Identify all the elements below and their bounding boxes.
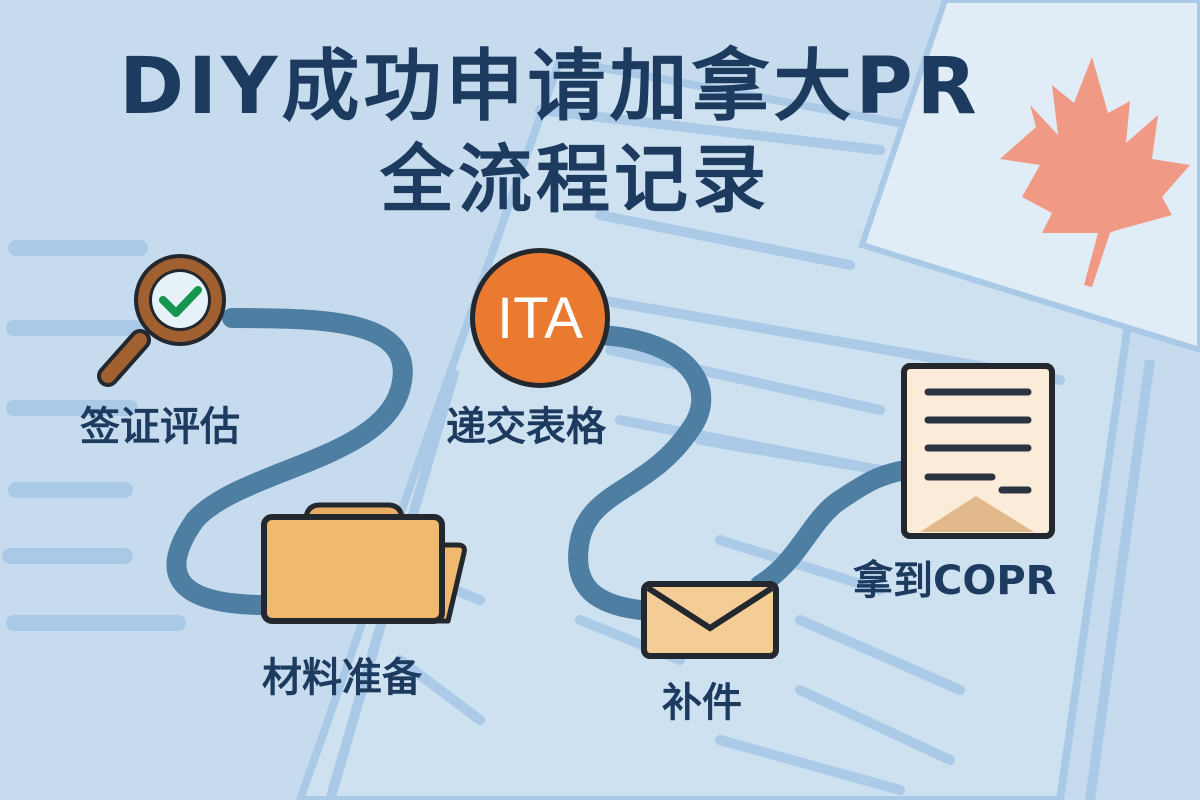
envelope-icon	[641, 581, 779, 659]
maple-leaf-icon	[1000, 57, 1190, 287]
ita-badge-text: ITA	[497, 285, 583, 351]
step-label-visa-assessment: 签证评估	[80, 404, 240, 450]
step-label-receive-copr: 拿到COPR	[853, 558, 1057, 604]
step-label-document-prep: 材料准备	[262, 655, 422, 701]
document-icon	[901, 363, 1055, 539]
page-subtitle: 全流程记录	[380, 137, 770, 223]
step-label-supplement-docs: 补件	[662, 680, 742, 726]
magnifier-check-icon	[97, 254, 226, 387]
ita-badge-icon	[470, 248, 610, 388]
page-title: DIY成功申请加拿大PR	[119, 42, 981, 132]
step-label-submit-forms: 递交表格	[446, 404, 606, 450]
folder-icon	[261, 502, 467, 624]
